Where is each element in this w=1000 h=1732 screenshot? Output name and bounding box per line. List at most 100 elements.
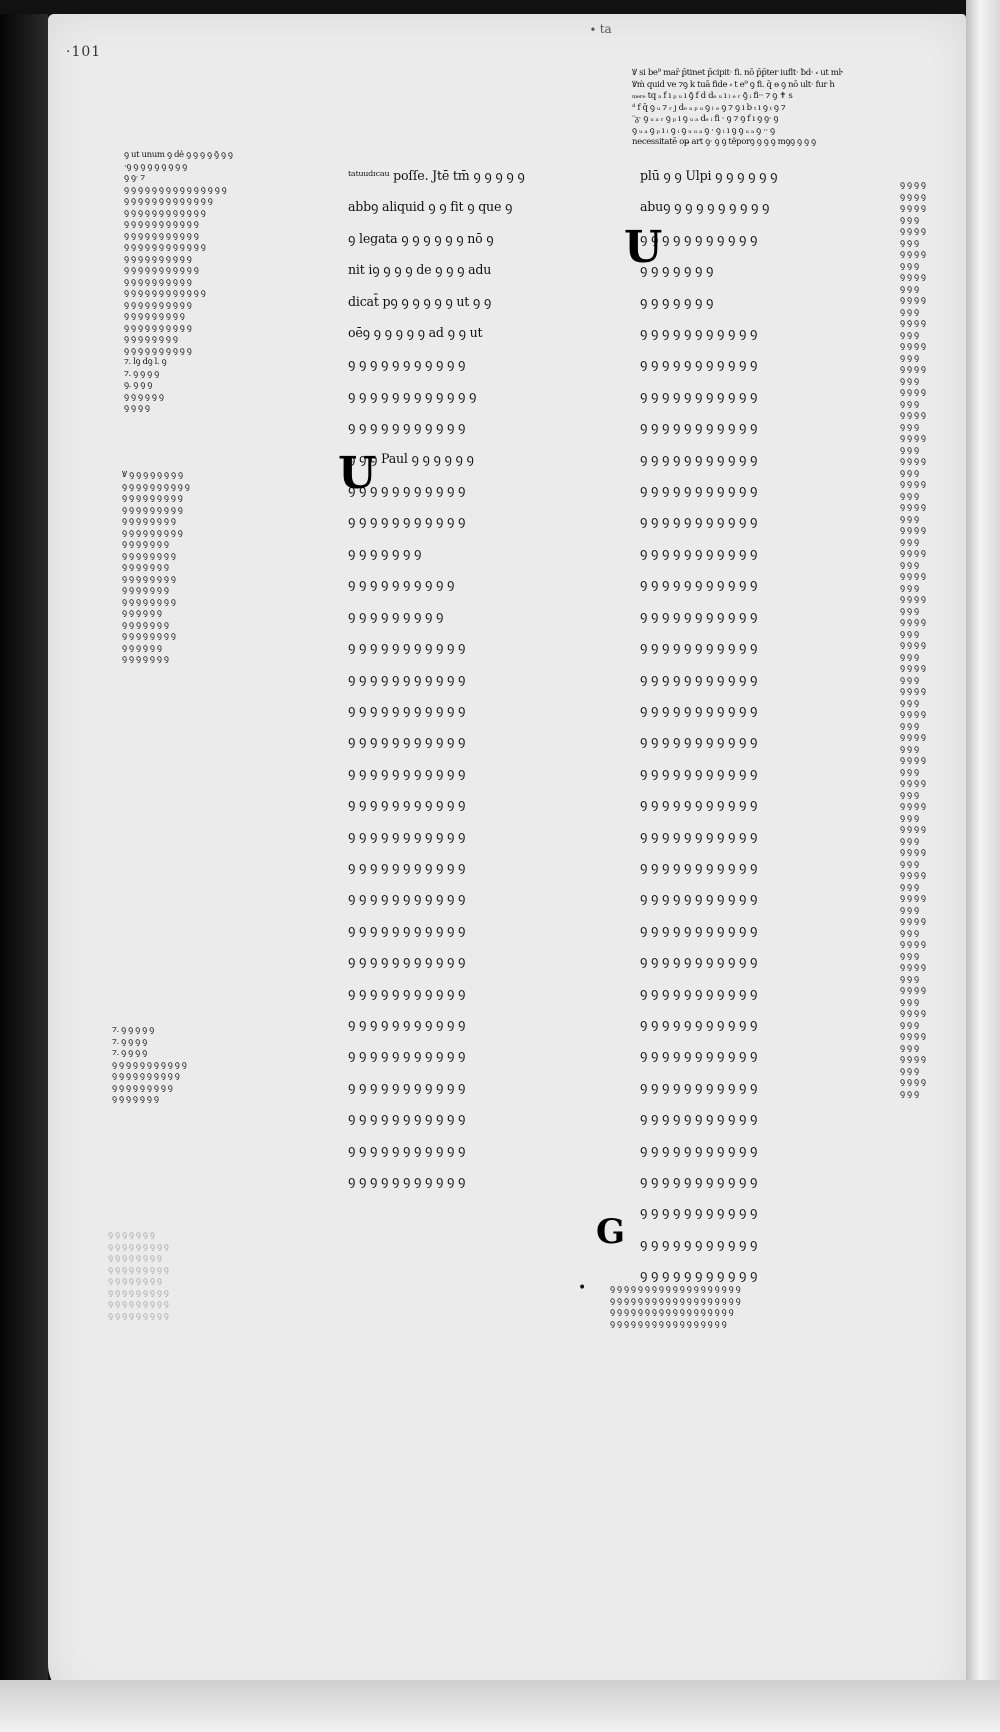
gloss-line: ꝯ. ꝯ ꝯ ꝯ (124, 380, 152, 390)
text-line: ꝯ ꝯ ꝯ ꝯ ꝯ ꝯ ꝯ ꝯ ꝯ ꝯ ꝯ (640, 1204, 758, 1220)
gloss-line: ⁊. ꝯ ꝯ ꝯ ꝯ (112, 1048, 147, 1058)
gloss-line: ꝯ ꝯ ꝯ (900, 927, 919, 938)
gloss-line: ꝯ ꝯ ꝯ ꝯ (900, 456, 926, 466)
text-line: ꝯ ꝯ ꝯ ꝯ ꝯ ꝯ ꝯ ꝯ ꝯ ꝯ ꝯ ꝯ (348, 387, 477, 403)
gloss-line: ꝯ ꝯ ꝯ ꝯ ꝯ ꝯ ꝯ ꝯ ꝯ ꝯ (124, 345, 192, 356)
text-line: ꝯ ꝯ ꝯ ꝯ ꝯ ꝯ ꝯ ꝯ ꝯ ꝯ ꝯ (640, 419, 758, 435)
gloss-line: ꝯ ꝯ ꝯ ꝯ ꝯ ꝯ ꝯ ꝯ ꝯ ꝯ ꝯ ꝯ (124, 242, 206, 252)
text-line: ꝯ ꝯ ꝯ ꝯ ꝯ ꝯ ꝯ ꝯ ꝯ ꝯ ꝯ (640, 576, 758, 592)
text-line: ꝯ ꝯ ꝯ ꝯ ꝯ ꝯ ꝯ ꝯ ꝯ ꝯ ꝯ (640, 796, 758, 812)
gloss-line: ꝯ ꝯ ꝯ (900, 1088, 919, 1099)
gloss-line: ꝯ ꝯ ꝯ ꝯ (900, 663, 926, 673)
gloss-line: ꝯ ꝯ ꝯ (900, 812, 919, 823)
gloss-line: ꝯ ꝯ ꝯ (900, 720, 919, 731)
gloss-line: ꝯ ꝯ ꝯ ꝯ (900, 686, 926, 696)
text-line: abbꝯ aliquid ꝯ ꝯ fit ꝯ que ꝯ (348, 199, 513, 215)
text-line: ꝯ ꝯ ꝯ ꝯ ꝯ ꝯ ꝯ ꝯ ꝯ ꝯ ꝯ (348, 1173, 466, 1188)
initial-ulpi-right: U (624, 222, 663, 273)
gloss-line: ꝯ ꝯ ꝯ ꝯ ꝯ ꝯ ꝯ (122, 585, 169, 595)
gloss-line: ꝯ ꝯ ꝯ ꝯ ꝯ ꝯ ꝯ (112, 1094, 159, 1104)
text-line: ꝯ ꝯ ꝯ ꝯ ꝯ ꝯ ꝯ ꝯ ꝯ ꝯ ꝯ (640, 1173, 758, 1188)
gloss-line: ꝯ ꝯ ꝯ ꝯ (900, 732, 926, 742)
gloss-line: ꝯ ꝯ ꝯ ꝯ (900, 985, 926, 995)
text-line: ꝯ ꝯ ꝯ ꝯ ꝯ ꝯ ꝯ ꝯ ꝯ ꝯ ꝯ (348, 1141, 466, 1157)
text-line: ꝯ ꝯ ꝯ Paul ꝯ ꝯ ꝯ ꝯ ꝯ ꝯ (348, 450, 474, 466)
gloss-line: ꝯ ꝯ ꝯ ꝯ ꝯ ꝯ ꝯ ꝯ ꝯ ꝯ (124, 322, 192, 333)
gloss-line: ꝯ ꝯ ꝯ ꝯ (900, 479, 926, 489)
gloss-line: ꝯ ꝯ ꝯ ꝯ ꝯ ꝯ ꝯ ꝯ ꝯ ꝯ ꝯ ꝯ (124, 207, 206, 218)
book-spine (0, 14, 48, 1704)
gloss-line: ꝯ ꝯ ꝯ (900, 536, 919, 547)
gloss-line: ꝯ ꝯ ꝯ ꝯ ꝯ ꝯ ꝯ ꝯ ꝯ (122, 493, 183, 503)
text-line: ꝯ ꝯ ꝯ ꝯ ꝯ ꝯ ꝯ ꝯ ꝯ ꝯ ꝯ (348, 733, 466, 749)
gloss-line: ꝯ ꝯ ꝯ ꝯ (900, 341, 926, 351)
gloss-line: ꝯ ꝯ ꝯ ꝯ ꝯ ꝯ (122, 642, 162, 653)
gloss-line: ꝯ ꝯ ꝯ ꝯ ꝯ ꝯ ꝯ (122, 654, 169, 664)
text-line: abuꝯ ꝯ ꝯ ꝯ ꝯ ꝯ ꝯ ꝯ ꝯ ꝯ (640, 199, 770, 215)
gloss-line: ꝯ ꝯ ꝯ ꝯ ꝯ ꝯ ꝯ ꝯ ꝯ ꝯ ꝯ ꝯ (124, 288, 206, 298)
text-line: ꝯ ꝯ ꝯ ꝯ ꝯ ꝯ ꝯ ꝯ ꝯ ꝯ ꝯ (640, 670, 758, 686)
gloss-line: ꝯ ꝯ ꝯ ꝯ ꝯ ꝯ ꝯ ꝯ (122, 516, 176, 526)
gloss-line: ꝯ ꝯ ꝯ ꝯ (900, 433, 926, 443)
gloss-line: ꝯ ꝯ ꝯ ꝯ (900, 1008, 926, 1018)
gloss-line: ꝯ ꝯ ꝯ ꝯ (900, 617, 926, 627)
gloss-line: ꝯ ꝯ ꝯ (900, 352, 919, 363)
text-line: ꝯ ꝯ ꝯ ꝯ ꝯ ꝯ ꝯ ꝯ ꝯ ꝯ ꝯ (640, 890, 758, 906)
text-line: ꝯ ꝯ ꝯ ꝯ ꝯ ꝯ ꝯ ꝯ ꝯ ꝯ ꝯ (640, 482, 758, 498)
text-line: nit iꝯ ꝯ ꝯ ꝯ de ꝯ ꝯ ꝯ adu (348, 262, 492, 278)
gloss-line: ꝯ ꝯ ꝯ ꝯ ꝯ ꝯ ꝯ ꝯ (122, 631, 176, 641)
text-line: ꝯ ꝯ ꝯ ꝯ ꝯ ꝯ ꝯ ꝯ ꝯ ꝯ ꝯ (640, 1047, 758, 1063)
gloss-line: ꝯ ꝯ ꝯ ꝯ ꝯ ꝯ ꝯ ꝯ ꝯ ꝯ ꝯ (124, 265, 199, 275)
gloss-line: ꝯ ꝯ· ⁊ (124, 173, 145, 183)
gloss-line: ꝯ ꝯ ꝯ ꝯ ꝯ ꝯ ꝯ ꝯ (124, 334, 178, 344)
text-line: ꝯ ꝯ ꝯ ꝯ ꝯ ꝯ ꝯ ꝯ ꝯ ꝯ ꝯ (640, 356, 758, 372)
text-line: ꝯ ꝯ ꝯ ꝯ ꝯ ꝯ ꝯ ꝯ ꝯ ꝯ ꝯ (348, 796, 466, 812)
gloss-line: ꝯ ꝯ ꝯ ꝯ ꝯ ꝯ ꝯ ꝯ ꝯ (122, 504, 183, 515)
gloss-line: ꝯ ꝯ ꝯ ꝯ ꝯ ꝯ ꝯ ꝯ ꝯ ꝯ ꝯ ꝯ ꝯ ꝯ ꝯ ꝯ ꝯ ꝯ (610, 1307, 734, 1317)
gloss-line: ꝯ ut unum ꝯ de̾ ꝯ ꝯ ꝯ ꝯ ꝯ̄ ꝯ ꝯ (124, 150, 233, 160)
gloss-line: ꝯ ꝯ ꝯ ꝯ (900, 295, 926, 305)
text-line: ꝯ ꝯ ꝯ ꝯ ꝯ ꝯ ꝯ ꝯ ꝯ ꝯ ꝯ (640, 1141, 758, 1157)
gloss-line: ꝯ ꝯ ꝯ (900, 559, 919, 570)
text-line: ꝯ ꝯ ꝯ ꝯ ꝯ ꝯ ꝯ ꝯ ꝯ ꝯ ꝯ (348, 356, 466, 372)
text-line: ꝯ ꝯ ꝯ ꝯ ꝯ ꝯ ꝯ (348, 544, 422, 560)
gloss-line: ꝯ ꝯ ꝯ (900, 329, 919, 340)
text-line: ꝯ ꝯ ꝯ ꝯ ꝯ ꝯ ꝯ ꝯ ꝯ ꝯ ꝯ (348, 1015, 466, 1031)
text-line: ꝯ ꝯ ꝯ ꝯ ꝯ ꝯ ꝯ ꝯ ꝯ ꝯ ꝯ (640, 1267, 758, 1283)
gloss-line: necessitatē oᵽ art ꝯ· ꝯ ꝯ tẽporꝯ ꝯ ꝯ ꝯ m… (632, 137, 816, 147)
text-line: ꝯ ꝯ ꝯ ꝯ ꝯ ꝯ ꝯ ꝯ ꝯ ꝯ ꝯ (640, 450, 758, 466)
main-text-column-left: ᵗᵃᵗᵘᵘᵈᶦᶜᵃᵘ poſſe. Jtē tm̄ ꝯ ꝯ ꝯ ꝯ ꝯ abbꝯ … (348, 160, 610, 1196)
text-line: ꝯ ꝯ ꝯ ꝯ ꝯ ꝯ ꝯ ꝯ ꝯ ꝯ ꝯ (348, 890, 466, 906)
gloss-line: ꝯ ꝯ ꝯ ꝯ (900, 893, 926, 903)
gloss-line: ꝯ ꝯ ꝯ (900, 421, 919, 432)
text-line: ꝯ ꝯ ꝯ ꝯ ꝯ ꝯ ꝯ ꝯ ꝯ ꝯ ꝯ (640, 387, 758, 403)
gloss-line: ꝯ ꝯ ꝯ ꝯ (900, 962, 926, 972)
text-line: ꝯ ꝯ ꝯ ꝯ ꝯ ꝯ ꝯ ꝯ ꝯ ꝯ ꝯ (640, 1110, 758, 1126)
text-line: ꝯ ꝯ ꝯ ꝯ ꝯ ꝯ ꝯ ꝯ ꝯ ꝯ ꝯ (640, 984, 758, 1000)
text-line: ꝯ ꝯ ꝯ ꝯ ꝯ ꝯ ꝯ ꝯ ꝯ ꝯ ꝯ (348, 701, 466, 717)
gloss-line: ꝯ ꝯ ꝯ ꝯ (900, 525, 926, 535)
gloss-line: ꝯ ꝯ ꝯ (900, 674, 919, 685)
gloss-line: ꝯ ꝯ ꝯ (900, 582, 919, 593)
gloss-line: ꝯ ꝯ ꝯ ꝯ (900, 778, 926, 788)
gloss-line: ꝯ ꝯ ꝯ ꝯ ꝯ ꝯ (122, 608, 162, 618)
gloss-line: Ꝟ́ḿ quid̄ ve ⁊ꝯ ḱ tuā fide ⸗ t e⁹ ꝯ fi. … (632, 79, 835, 90)
manuscript-page (48, 14, 966, 1704)
gloss-line: ⁊. lꝯ dꝯ l. ꝯ (124, 357, 167, 367)
gloss-line: ꝯ ꝯ ꝯ ꝯ (900, 502, 926, 512)
gloss-line: ⁊. ꝯ ꝯ ꝯ ꝯ (112, 1036, 147, 1047)
initial-ulpi-left: U (338, 448, 377, 499)
text-line: ᵗᵃᵗᵘᵘᵈᶦᶜᵃᵘ poſſe. Jtē tm̄ ꝯ ꝯ ꝯ ꝯ ꝯ (348, 168, 525, 183)
gloss-line: ꝯ ᵤ ₐ ꝯ ₚ ı ₗ ꝯ ᵢ ꝯ ᵤ ᵤ ₐ ꝯ · ꝯ ₗ ı ꝯ ꝯ … (632, 125, 775, 136)
gloss-line: ꝯ ꝯ ꝯ ꝯ (900, 249, 926, 259)
gloss-line: ꝯ ꝯ ꝯ ꝯ (900, 916, 926, 926)
gloss-line: ꝯ ꝯ ꝯ ꝯ (900, 1054, 926, 1064)
initial-g: G (596, 1212, 626, 1252)
text-line: ꝯ ꝯ ꝯ ꝯ ꝯ ꝯ ꝯ ꝯ ꝯ ꝯ ꝯ (348, 419, 466, 435)
text-line: ꝯ ꝯ ꝯ ꝯ ꝯ ꝯ ꝯ ꝯ ꝯ ꝯ ꝯ (640, 858, 758, 874)
gloss-line: ꝯ ꝯ ꝯ (900, 1019, 919, 1030)
gloss-line: ꝯ ꝯ ꝯ ꝯ ꝯ ꝯ ꝯ ꝯ ꝯ ꝯ (124, 299, 192, 310)
page-edges-bottom (0, 1680, 1000, 1732)
